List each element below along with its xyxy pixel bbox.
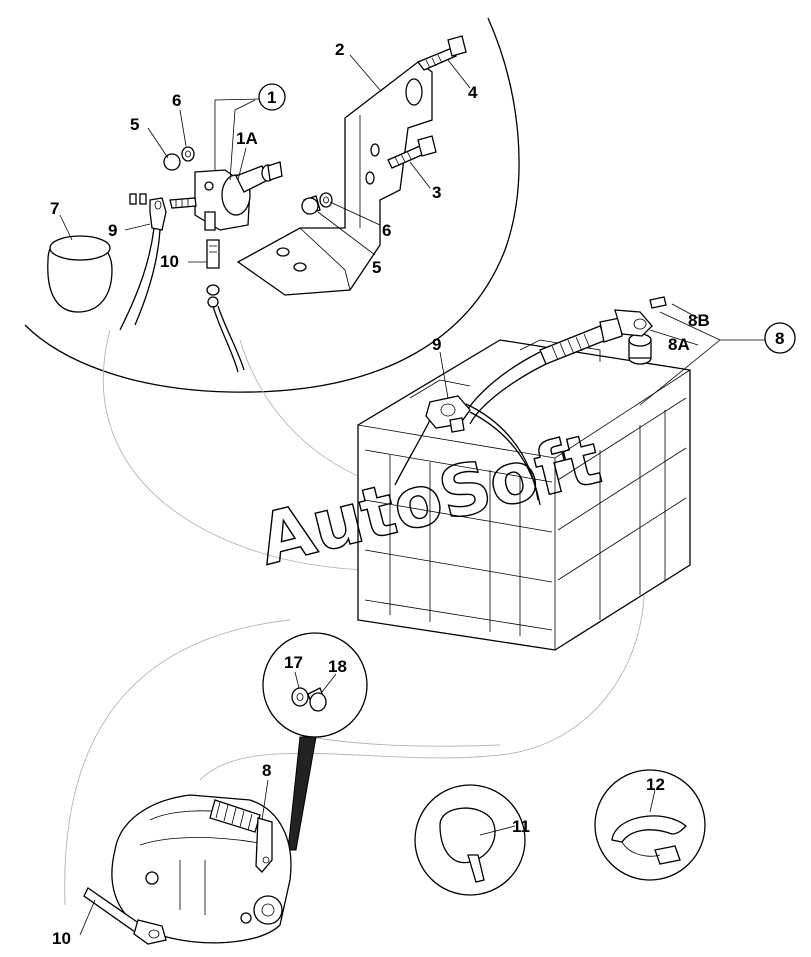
callout-3: 3 xyxy=(432,183,441,202)
detail-circle-outline xyxy=(24,17,520,393)
callout-10-circle: 10 xyxy=(160,252,179,271)
cable-tie-12 xyxy=(594,769,706,881)
callout-7: 7 xyxy=(50,199,59,218)
bolt-4 xyxy=(416,35,467,71)
callout-1a: 1A xyxy=(236,129,258,148)
callout-12: 12 xyxy=(646,775,665,794)
callout-8a: 8A xyxy=(668,335,690,354)
terminal-10-detail xyxy=(206,239,245,373)
callout-2: 2 xyxy=(335,40,344,59)
starter-motor xyxy=(111,794,292,944)
callout-1: 1 xyxy=(267,88,276,107)
detail-circle-17-18 xyxy=(262,632,368,851)
cable-tie-11 xyxy=(414,784,526,896)
callout-1-ring xyxy=(258,83,286,111)
callout-6-left: 6 xyxy=(172,91,181,110)
callout-18: 18 xyxy=(328,657,347,676)
washer-nut-left xyxy=(163,146,195,171)
callout-4: 4 xyxy=(468,83,478,102)
washer-nut-right xyxy=(301,192,333,215)
negative-terminal-9 xyxy=(394,395,541,506)
callout-5-right: 5 xyxy=(372,258,381,277)
switch-assembly xyxy=(169,161,283,231)
callout-labels: 1 1A 2 3 4 5 5 6 6 7 8 8A 8B 8 9 9 10 10… xyxy=(50,40,784,948)
callout-8-ring xyxy=(764,322,796,354)
callout-8-ring-label: 8 xyxy=(775,329,784,348)
rubber-cap xyxy=(47,235,113,313)
callout-11: 11 xyxy=(512,817,530,836)
cable-10-end xyxy=(83,887,167,945)
callout-8-starter: 8 xyxy=(262,761,271,780)
terminal-9-detail xyxy=(119,193,167,331)
callout-6-right: 6 xyxy=(382,221,391,240)
mounting-bracket xyxy=(236,61,433,296)
callout-10-bottom: 10 xyxy=(52,929,71,948)
callout-17: 17 xyxy=(284,653,303,672)
callout-5-left: 5 xyxy=(130,115,139,134)
positive-cable-8 xyxy=(461,296,667,425)
leader-lines xyxy=(59,54,765,936)
callout-9-circle: 9 xyxy=(108,221,117,240)
callout-9-battery: 9 xyxy=(432,335,441,354)
callout-8b: 8B xyxy=(688,311,710,330)
bolt-3 xyxy=(387,135,437,169)
